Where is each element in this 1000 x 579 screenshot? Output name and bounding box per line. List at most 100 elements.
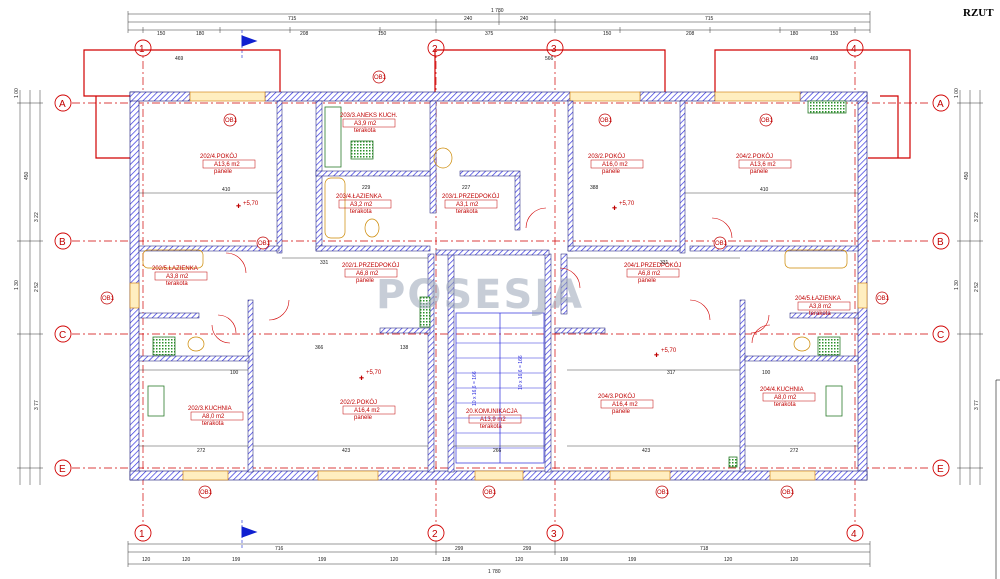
room-area: A16,4 m2 (354, 408, 380, 414)
inner-dim-13: 272 (790, 448, 799, 454)
room-area: A13,6 m2 (214, 162, 240, 168)
bottom-dim-1-item: 199 (560, 557, 569, 563)
room-floor: terakota (354, 128, 376, 134)
bottom-dim-1-item: 120 (790, 557, 799, 563)
level-3: ✚ (654, 352, 659, 359)
axis-label-2: 2 (432, 529, 438, 540)
room-floor: panele (602, 169, 621, 175)
right-dim-1: 1 00 (954, 88, 960, 98)
inner-dim-15: 100 (762, 370, 771, 376)
top-dim-3-4: 150 (378, 31, 387, 37)
room-name: 20.KOMUNIKACJA (466, 409, 518, 415)
room-floor: panele (214, 169, 233, 175)
room-floor: panele (354, 415, 373, 421)
left-dim-5: 3 77 (34, 400, 40, 410)
room-area: A3,8 m2 (166, 274, 189, 280)
room-area: A8,0 m2 (202, 414, 225, 420)
bottom-dim-1-item: 199 (318, 557, 327, 563)
axis-label-4: 4 (851, 529, 857, 540)
window-tag-circle (598, 113, 612, 127)
window-tag-circle (256, 236, 270, 250)
room-floor: terakota (202, 421, 224, 427)
inner-dim-3: 331 (320, 260, 329, 266)
room-area: A6,8 m2 (356, 271, 379, 277)
top-dim-3-3: 208 (300, 31, 309, 37)
room-name: 202/3.KUCHNIA (188, 406, 232, 412)
room-area-box (626, 268, 680, 278)
inner-dim-9: 272 (197, 448, 206, 454)
right-dim-3: 3 22 (974, 212, 980, 222)
window-tag: OB1 (782, 490, 795, 496)
window-tag-circle (372, 70, 386, 84)
inner-dim-5: 229 (362, 185, 371, 191)
window-tag: OB1 (484, 490, 497, 496)
axis-label-b-right: B (937, 237, 944, 248)
bottom-overall-dim: 1 780 (488, 569, 501, 575)
window-tag-circle (482, 485, 496, 499)
bottom-dim-1-item: 128 (442, 557, 451, 563)
axis-label-1: 1 (139, 529, 145, 540)
top-dim-3-5: 375 (485, 31, 494, 37)
window-tag-circle (713, 236, 727, 250)
fixtures (147, 100, 847, 468)
axis-label-e-right: E (937, 464, 944, 475)
room-name: 204/5.ŁAZIENKA (795, 296, 841, 302)
room-floor: terakota (350, 209, 372, 215)
room-name: 204/3.POKÓJ (598, 393, 635, 400)
room-area: A13,9 m2 (480, 417, 506, 423)
room-area: A6,8 m2 (638, 271, 661, 277)
bottom-dim-1-item: 120 (142, 557, 151, 563)
axis-label-3: 3 (551, 529, 557, 540)
bottom-dim-2-3: 299 (523, 546, 532, 552)
window-tag-circle (655, 485, 669, 499)
left-dim-2: 450 (24, 171, 30, 180)
room-floor: panele (750, 169, 769, 175)
window-tag: OB1 (657, 490, 670, 496)
bottom-dimensions (127, 541, 871, 567)
bottom-dim-2-1: 716 (275, 546, 284, 552)
bottom-dim-1-item: 199 (232, 557, 241, 563)
window-tag-circle (198, 485, 212, 499)
top-dim-3-9: 150 (830, 31, 839, 37)
room-area: A3,8 m2 (809, 304, 832, 310)
inner-dim-10: 423 (342, 448, 351, 454)
top-overall-dim: 1 780 (491, 8, 504, 14)
balcony-dim-left: 469 (175, 56, 184, 62)
top-dim-3-8: 180 (790, 31, 799, 37)
stair-note-left: 10 x 16,6 = 166 (472, 371, 478, 406)
inner-dim-11: 266 (493, 448, 502, 454)
room-area-box (738, 159, 792, 169)
room-name: 202/4.POKÓJ (200, 153, 237, 160)
room-area-box (190, 411, 244, 421)
level-2: ✚ (612, 205, 617, 212)
room-name: 202/1.PRZEDPOKÓJ (342, 262, 399, 269)
window-tag: OB1 (102, 296, 115, 302)
room-floor: terakota (809, 311, 831, 317)
top-dim-2-2: 240 (464, 16, 473, 22)
window-tag-circle (759, 113, 773, 127)
room-area-box (600, 399, 654, 409)
room-floor: panele (356, 278, 375, 284)
axis-label-a-right: A (937, 99, 944, 110)
level-4-val: +5,70 (366, 370, 382, 376)
top-dim-2-3: 240 (520, 16, 529, 22)
axis-label-c-right: C (937, 330, 944, 341)
left-dim-1: 1 00 (14, 88, 20, 98)
window-tag: OB1 (600, 118, 613, 124)
room-area: A13,6 m2 (750, 162, 776, 168)
left-dim-6: 1 30 (14, 280, 20, 290)
level-markers: ✚ +5,70 ✚ +5,70 ✚ +5,70 ✚ +5,70 (236, 201, 677, 382)
inner-dim-1: 410 (222, 187, 231, 193)
room-area-box (202, 159, 256, 169)
right-dim-6: 1 30 (954, 280, 960, 290)
